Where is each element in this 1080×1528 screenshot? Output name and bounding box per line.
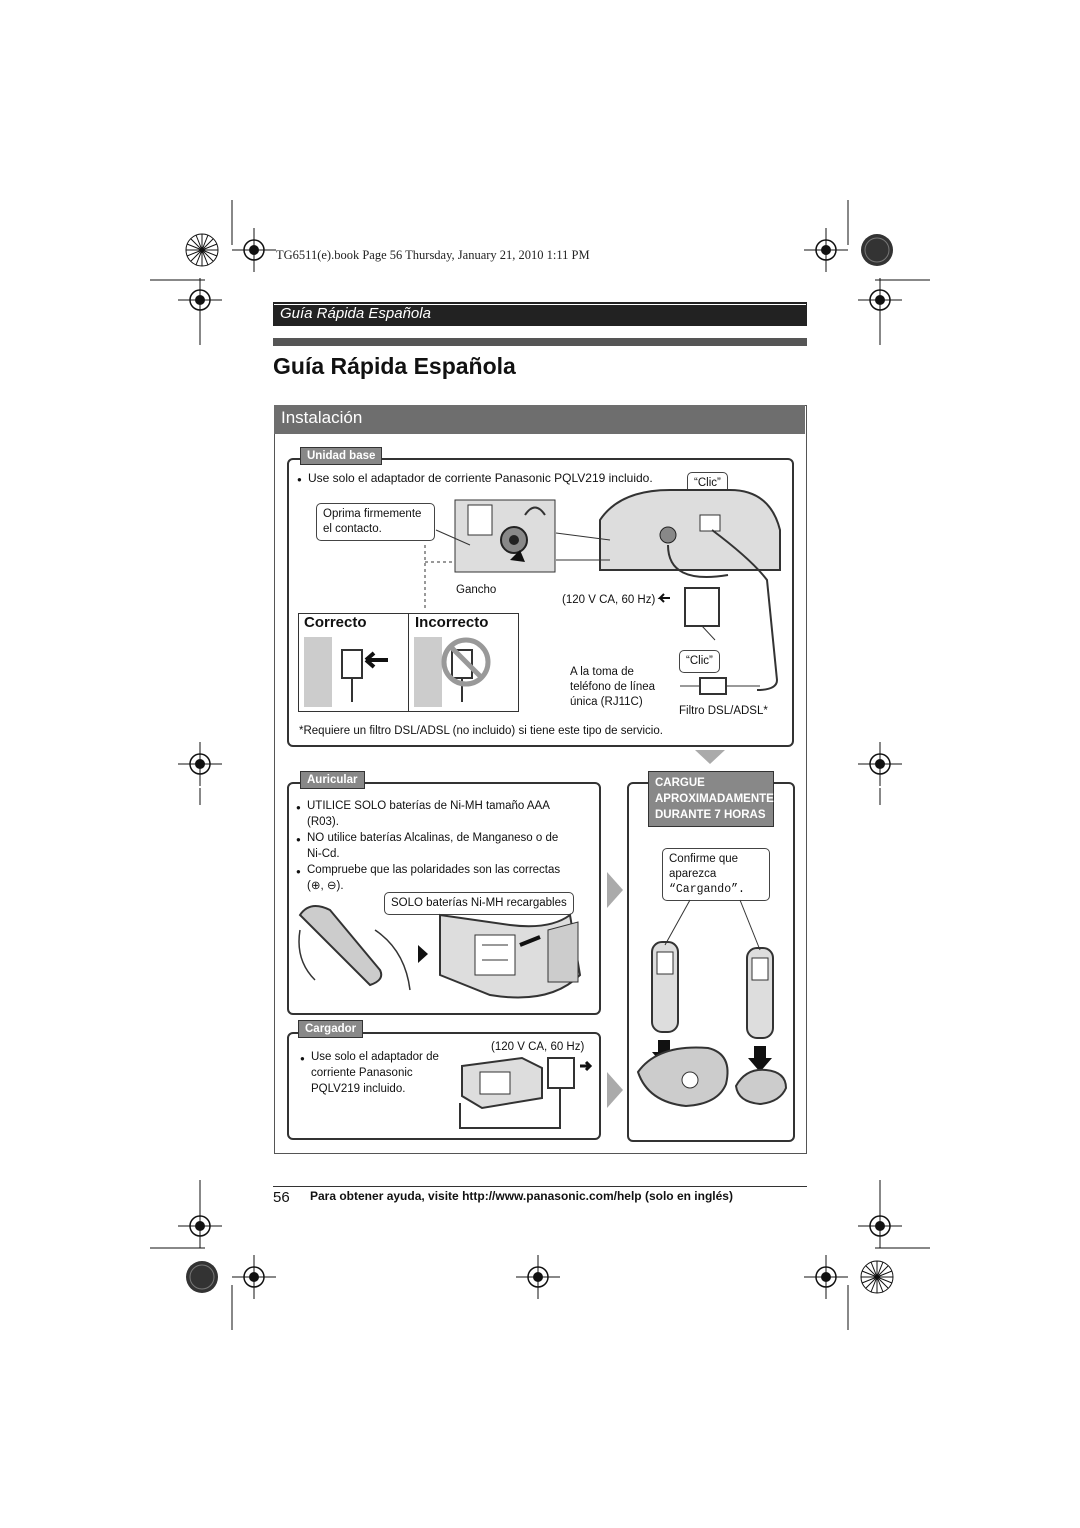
arrow-right-2 (607, 1072, 623, 1108)
press-line-1: Oprima firmemente (323, 508, 422, 520)
comparison-divider (408, 613, 409, 711)
confirm-line-2: aparezca (669, 868, 717, 880)
cargador-line-2: corriente Panasonic (311, 1067, 413, 1079)
auricular-tab: Auricular (300, 771, 365, 789)
cargador-line-1: Use solo el adaptador de (300, 1050, 439, 1066)
charger-illustration (459, 1056, 593, 1129)
cargador-tab: Cargador (298, 1020, 364, 1038)
power-label-cargador: (120 V CA, 60 Hz) (491, 1041, 585, 1053)
install-panel-title: Instalación (281, 408, 363, 427)
press-callout: Oprima firmemente el contacto. (316, 503, 435, 541)
gancho-label: Gancho (456, 584, 497, 596)
arrow-right-1 (607, 872, 623, 908)
handsets-charging-illustration (636, 899, 788, 1108)
toma-line-2: teléfono de línea (570, 681, 656, 693)
unidad-base-bullet: Use solo el adaptador de corriente Panas… (297, 471, 653, 487)
auricular-b3-line1: Compruebe que las polaridades son las co… (296, 863, 560, 879)
arrow-down (695, 750, 725, 764)
confirm-callout: Confirme que aparezca “Cargando”. (662, 848, 770, 901)
press-line-2: el contacto. (323, 523, 382, 535)
auricular-b2-line2: Ni-Cd. (307, 848, 340, 860)
toma-line-1: A la toma de (570, 666, 634, 678)
cargue-line-1: CARGUE (655, 777, 705, 789)
base-unit-illustration (555, 489, 781, 695)
handset-battery-illustration (298, 905, 582, 999)
cargue-line-3: DURANTE 7 HORAS (655, 809, 766, 821)
auricular-b1-line2: (R03). (307, 816, 339, 828)
auricular-b2-line1: NO utilice baterías Alcalinas, de Mangan… (296, 831, 558, 847)
confirm-line-1: Confirme que (669, 853, 739, 865)
footer-help-text: Para obtener ayuda, visite http://www.pa… (310, 1189, 733, 1203)
section-bar (273, 302, 807, 326)
filtro-label: Filtro DSL/ADSL* (679, 705, 768, 717)
auricular-b1-line1: UTILICE SOLO baterías de Ni-MH tamaño AA… (296, 799, 550, 815)
section-bar-rule (274, 304, 806, 326)
correcto-label: Correcto (304, 614, 367, 631)
divider-bar (273, 338, 807, 346)
toma-line-3: única (RJ11C) (570, 696, 643, 708)
install-panel-header (274, 405, 805, 434)
file-info: TG6511(e).book Page 56 Thursday, January… (276, 248, 590, 262)
solo-ni-mh-callout: SOLO baterías Ni-MH recargables (384, 892, 574, 915)
power-label-base: (120 V CA, 60 Hz) (562, 594, 656, 606)
page-number: 56 (273, 1189, 290, 1206)
clic-callout-bottom: “Clic” (679, 650, 720, 673)
confirm-line-3: “Cargando”. (669, 883, 745, 896)
cargue-line-2: APROXIMADAMENTE (655, 793, 774, 805)
correct-illustration (304, 637, 388, 707)
incorrect-illustration (414, 637, 491, 707)
cargue-banner: CARGUE APROXIMADAMENTE DURANTE 7 HORAS (648, 771, 774, 827)
base-jack-illustration (424, 499, 556, 610)
cargador-line-3: PQLV219 incluido. (311, 1083, 406, 1095)
dsl-note: *Requiere un filtro DSL/ADSL (no incluid… (299, 725, 663, 737)
page-title: Guía Rápida Española (273, 353, 516, 379)
unidad-base-tab: Unidad base (300, 447, 383, 465)
footer-rule (273, 1186, 807, 1187)
incorrecto-label: Incorrecto (415, 614, 489, 631)
auricular-b3-line2: (⊕, ⊖). (307, 880, 344, 892)
section-bar-title: Guía Rápida Española (280, 305, 431, 322)
